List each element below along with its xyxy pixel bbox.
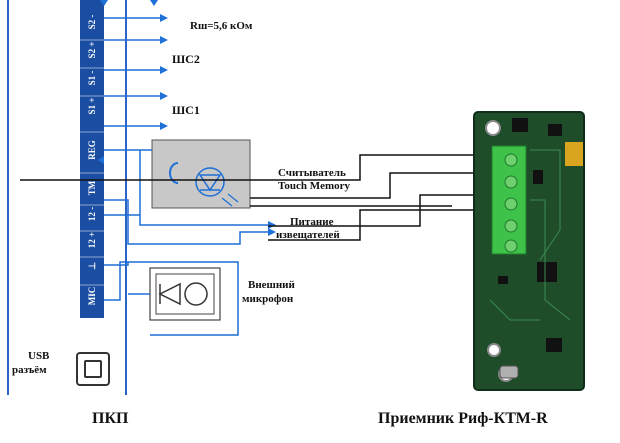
loop1-label: ШС1: [172, 103, 200, 117]
terminal-label: S1 -: [87, 71, 97, 86]
usb-connector: USB разъём: [6, 350, 116, 390]
terminal-labels: S2 - S2 + S1 - S1 + REG TM 12 - 12 + ⊥ MIC: [80, 15, 104, 306]
terminal-label: S2 -: [87, 15, 97, 30]
mic-label-line2: микрофон: [242, 293, 294, 305]
panel-outline: [7, 0, 127, 395]
loop2-label: ШС2: [172, 52, 200, 66]
terminal-label: 12 -: [87, 207, 97, 221]
reader-label-line1: Считыватель: [278, 167, 346, 179]
reader-optocoupler: [139, 139, 251, 215]
power-label-line1: Питание: [290, 216, 334, 228]
terminal-label: S1 +: [87, 98, 97, 115]
receiver-pcb: [473, 111, 585, 391]
usb-label-line2: разъём: [12, 364, 47, 376]
mic-label-line1: Внешний: [248, 279, 295, 291]
terminal-label: TM: [87, 180, 97, 195]
receiver-caption: Приемник Риф-КТМ-R: [378, 410, 548, 427]
resistor-label: Rш=5,6 кОм: [190, 20, 253, 32]
terminal-label: S2 +: [87, 42, 97, 59]
ppk-caption: ПКП: [92, 410, 129, 427]
usb-port-icon: [76, 352, 110, 386]
reader-label-line2: Touch Memory: [278, 180, 351, 192]
terminal-label: ⊥: [87, 262, 97, 270]
terminal-label: 12 +: [87, 232, 97, 248]
loop-arrows: [98, 14, 276, 236]
top-arrows: [100, 0, 158, 6]
loop-wires: [104, 17, 268, 336]
microphone-symbol: [128, 267, 221, 321]
terminal-label: REG: [87, 140, 97, 160]
terminal-label: MIC: [87, 287, 97, 306]
black-wires: [20, 154, 500, 241]
power-label-line2: извещателей: [276, 229, 340, 241]
usb-label-line1: USB: [28, 350, 50, 362]
